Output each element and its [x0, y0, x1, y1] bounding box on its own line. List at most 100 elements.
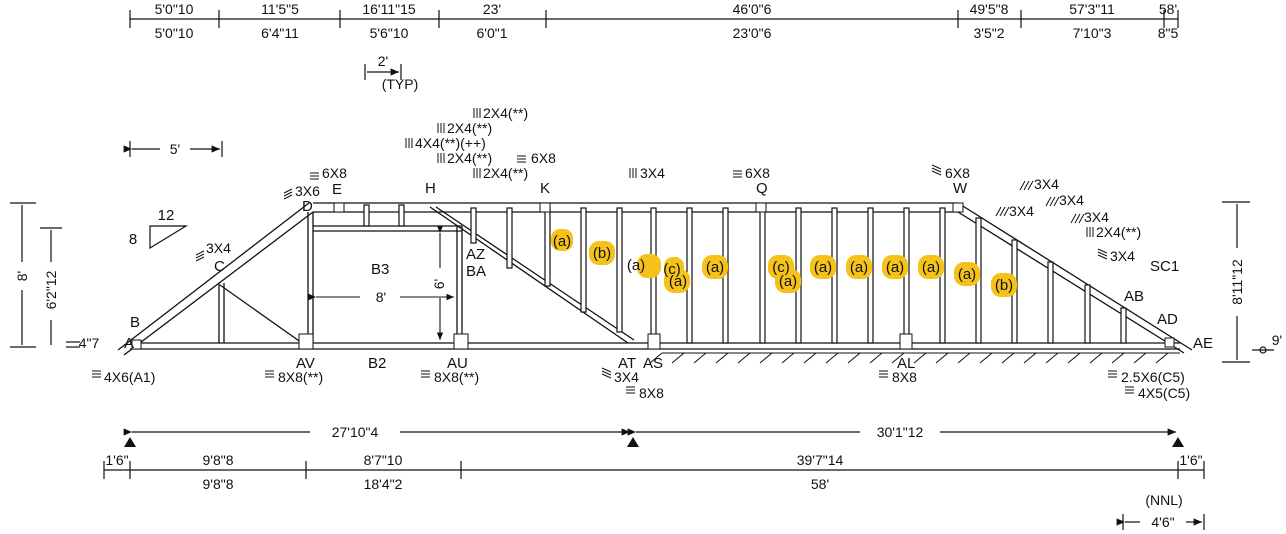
joint-k: K [540, 180, 550, 197]
right-total-height: 8'11"12 [1229, 259, 1245, 305]
top-dim-lower-7: 7'10"3 [1073, 25, 1112, 41]
web-tag-6: (a) [706, 259, 724, 276]
left-partial-height: 6'2"12 [43, 270, 59, 309]
plate-at-label: 3X4 [614, 369, 639, 385]
top-dim-lower-2: 6'4"11 [261, 25, 299, 41]
top-dim-upper-8: 58' [1159, 1, 1177, 17]
joint-c: C [214, 258, 225, 275]
joint-ba: BA [466, 263, 486, 280]
web-tag-9: (a) [814, 259, 832, 276]
joint-ae: AE [1193, 335, 1213, 352]
typical-spacing-dim [364, 64, 402, 80]
plate-r-1: 3X4 [1034, 176, 1059, 192]
joint-ab: AB [1124, 288, 1144, 305]
bottom-dim-upper-5: 1'6" [1179, 452, 1202, 468]
bearing-right-span: 30'1"12 [877, 424, 924, 440]
web-tag-13: (a) [958, 266, 976, 283]
nnl-label: (NNL) [1145, 492, 1182, 508]
joint-a: A [124, 335, 134, 352]
nnl-value: 4'6" [1151, 514, 1174, 530]
plate-glyphs [92, 108, 1134, 394]
room-width: 8' [376, 289, 386, 305]
right-heel-height: 9' [1272, 332, 1282, 348]
joint-sc1: SC1 [1150, 258, 1179, 275]
top-dim-upper-3: 16'11"15 [362, 1, 416, 17]
plate-h-4: 2X4(**) [447, 150, 492, 166]
plate-d-label: 3X6 [295, 183, 320, 199]
joint-b3: B3 [371, 261, 389, 278]
joint-ad: AD [1157, 311, 1178, 328]
web-tag-8: (a) [779, 273, 797, 290]
scale-label: 5' [170, 141, 180, 157]
plate-ae-1: 2.5X6(C5) [1121, 369, 1185, 385]
bottom-dim-lower-1: 9'8"8 [202, 476, 233, 492]
pitch-symbol: 12 8 [129, 207, 189, 250]
joint-as: AS [643, 355, 663, 372]
plate-h-3: 4X4(**)(++) [415, 135, 486, 151]
right-dimensions [1222, 201, 1274, 363]
pitch-rise: 12 [158, 207, 175, 224]
plate-h-1: 2X4(**) [483, 105, 528, 121]
room-height: 6' [431, 279, 447, 289]
plate-r-5: 2X4(**) [1096, 224, 1141, 240]
plate-h-2: 2X4(**) [447, 120, 492, 136]
bearing-hatch [649, 352, 1180, 364]
typical-spacing-note: (TYP) [382, 76, 419, 92]
top-dim-upper-2: 11'5"5 [261, 1, 299, 17]
bearing-mid-symbol [627, 437, 639, 447]
joint-w: W [953, 180, 968, 197]
plate-as-label: 8X8 [639, 385, 664, 401]
left-dimensions [10, 202, 80, 348]
left-heel-height: 4"7 [79, 335, 100, 351]
web-tag-12: (a) [922, 259, 940, 276]
plate-av-label: 8X8(**) [278, 369, 323, 385]
plate-au-label: 8X8(**) [434, 369, 479, 385]
top-dim-lower-6: 3'5"2 [973, 25, 1004, 41]
joint-e: E [332, 181, 342, 198]
left-total-height: 8' [14, 271, 30, 281]
plate-r-4: 3X4 [1084, 209, 1109, 225]
bottom-dimension-labels: 1'6" 9'8"8 8'7"10 39'7"14 1'6" 9'8"8 18'… [105, 452, 1202, 492]
plate-k-1: 6X8 [531, 150, 556, 166]
top-dim-upper-1: 5'0"10 [155, 1, 194, 17]
web-tag-3: (a) [627, 257, 645, 274]
bottom-dim-upper-1: 1'6" [105, 452, 128, 468]
joint-az: AZ [466, 246, 485, 263]
pitch-run: 8 [129, 231, 137, 248]
plate-labels: 3X4 3X6 6X8 2X4(**) 2X4(**) 4X4(**)(++) … [104, 105, 1190, 401]
web-tag-1: (a) [553, 233, 571, 250]
room-dims [308, 225, 454, 340]
bottom-dim-lower-3: 58' [811, 476, 829, 492]
joint-q: Q [756, 180, 768, 197]
plate-k-2: 3X4 [640, 165, 665, 181]
joint-au: AU [447, 355, 468, 372]
nnl-dim [1116, 514, 1205, 530]
plate-b-label: 4X6(A1) [104, 369, 155, 385]
top-dim-lower-3: 5'6"10 [370, 25, 409, 41]
top-dim-upper-7: 57'3"11 [1069, 1, 1115, 17]
bottom-dimension-string [103, 461, 1205, 479]
bottom-dim-lower-2: 18'4"2 [364, 476, 403, 492]
web-tag-11: (a) [886, 259, 904, 276]
typical-spacing-value: 2' [378, 53, 388, 69]
plate-q-label: 6X8 [745, 165, 770, 181]
plate-r-3: 3X4 [1059, 192, 1084, 208]
plate-c-label: 3X4 [206, 240, 231, 256]
web-tag-7: (c) [772, 259, 790, 276]
bearing-symbols [124, 437, 1184, 447]
plate-ae-2: 4X5(C5) [1138, 385, 1190, 401]
bearing-left-span: 27'10"4 [332, 424, 379, 440]
top-dimension-labels: 5'0"10 11'5"5 16'11"15 23' 46'0"6 49'5"8… [155, 1, 1179, 41]
top-dim-lower-4: 6'0"1 [476, 25, 507, 41]
plate-r-2: 3X4 [1009, 203, 1034, 219]
joint-av: AV [296, 355, 315, 372]
web-tag-5: (a) [669, 273, 687, 290]
joint-h: H [425, 180, 436, 197]
top-dimension-string [129, 10, 1179, 28]
top-dim-upper-6: 49'5"8 [970, 1, 1009, 17]
joint-labels: A B C D E H K Q W AZ BA B3 B2 AV AU AT A… [124, 180, 1213, 372]
scale-dim [123, 141, 223, 157]
joint-al: AL [897, 355, 915, 372]
web-tag-4: (c) [663, 261, 681, 278]
